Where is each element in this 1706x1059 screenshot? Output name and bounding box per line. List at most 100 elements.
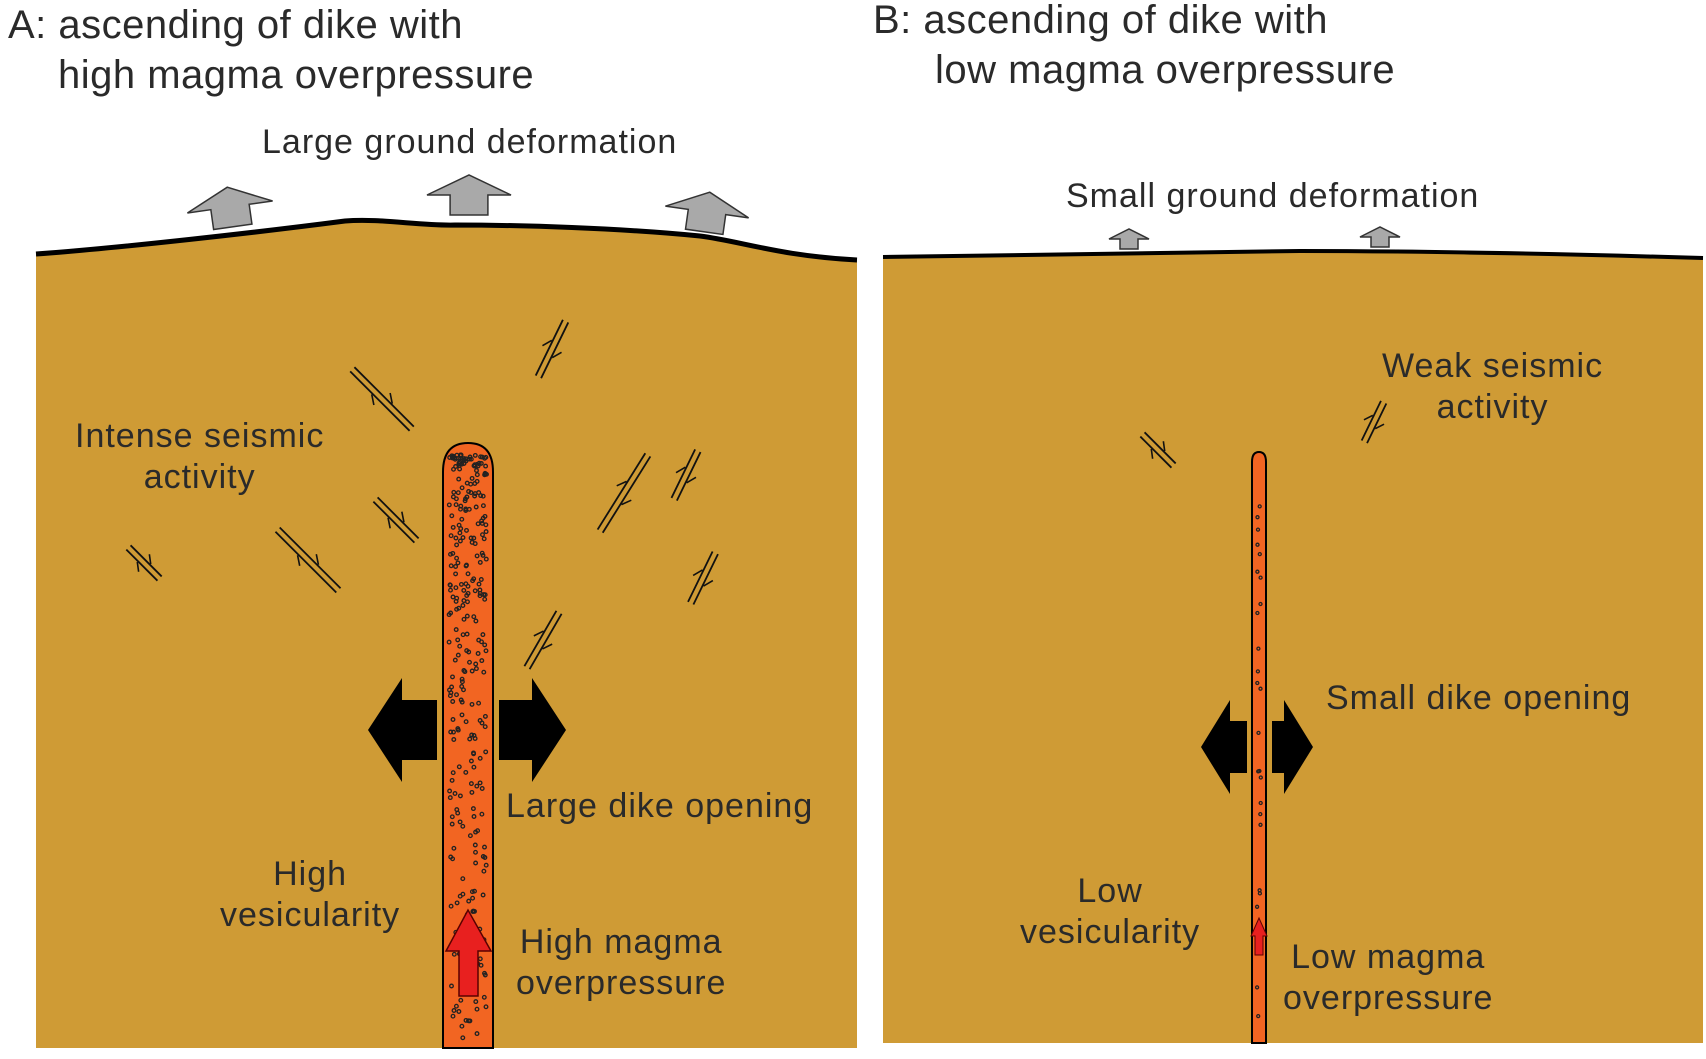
dike-body-b [1251, 450, 1267, 1044]
uplift-arrows-a [187, 174, 750, 236]
vesicle-dot-icon [459, 712, 465, 718]
vesicle-dot-icon [450, 717, 456, 722]
panel-b-seismic-line2: activity [1436, 388, 1549, 426]
vesicle-dot-icon [461, 687, 466, 693]
vesicle-dot-icon [482, 513, 488, 519]
vesicle-dot-icon [469, 701, 475, 707]
vesicle-dot-icon [474, 553, 480, 559]
fault-slip-icon [1139, 431, 1177, 469]
vesicles-a [446, 452, 489, 1041]
vesicle-dot-icon [1257, 888, 1262, 893]
vesicle-dot-icon [478, 460, 484, 466]
vesicle-dot-icon [1256, 730, 1261, 736]
vesicle-dot-icon [477, 587, 483, 593]
vesicle-dot-icon [469, 889, 475, 895]
vesicle-dot-icon [469, 539, 475, 545]
vesicle-dot-icon [481, 868, 487, 874]
vesicle-dot-icon [474, 783, 480, 789]
vesicle-dot-icon [451, 737, 457, 742]
vesicle-dot-icon [449, 814, 455, 820]
vesicle-dot-icon [458, 581, 464, 587]
vesicle-dot-icon [467, 659, 472, 665]
vesicle-dot-icon [455, 490, 461, 496]
vesicle-dot-icon [1256, 769, 1261, 774]
fault-slip-icon [349, 366, 415, 432]
vesicle-dot-icon [477, 593, 483, 599]
opening-arrow-icon [368, 678, 437, 782]
uplift-arrow-icon [187, 186, 273, 231]
magma-flow-arrow-icon [1250, 916, 1268, 956]
vesicle-dot-icon [461, 587, 467, 593]
vesicle-dot-icon [481, 536, 487, 542]
vesicle-dot-icon [461, 616, 467, 622]
vesicle-dot-icon [470, 895, 476, 901]
vesicle-dot-icon [471, 614, 477, 620]
vesicle-dot-icon [448, 729, 454, 735]
vesicle-dot-icon [1255, 542, 1260, 547]
vesicle-dot-icon [477, 780, 483, 786]
vesicle-dot-icon [470, 806, 476, 812]
panel-a-vesicularity-label: High vesicularity [220, 854, 400, 936]
vesicle-dot-icon [448, 551, 453, 557]
vesicle-dot-icon [481, 994, 487, 1000]
vesicle-dot-icon [463, 506, 469, 512]
vesicle-dot-icon [455, 637, 461, 643]
vesicle-dot-icon [467, 833, 473, 839]
vesicle-dot-icon [447, 795, 453, 801]
vesicle-dot-icon [456, 605, 462, 611]
vesicle-dot-icon [469, 732, 475, 738]
vesicle-dot-icon [475, 463, 481, 469]
vesicle-dot-icon [457, 643, 463, 649]
vesicle-dot-icon [451, 729, 456, 735]
vesicle-dot-icon [448, 563, 454, 569]
ground-surface-a [35, 217, 858, 263]
vesicle-dot-icon [452, 456, 458, 462]
vesicle-dot-icon [468, 456, 474, 462]
vesicle-dot-icon [457, 793, 463, 799]
dike-b [1251, 450, 1267, 1044]
vesicle-dot-icon [450, 770, 456, 776]
vesicle-dot-icon [1256, 646, 1261, 651]
uplift-arrow-icon [665, 191, 750, 236]
panel-a-title-line1: A: ascending of dike with [8, 3, 463, 47]
vesicle-dot-icon [476, 581, 482, 587]
vesicle-dot-icon [449, 777, 455, 783]
vesicle-dot-icon [463, 563, 469, 569]
panel-b-title-line1: B: ascending of dike with [873, 0, 1328, 42]
vesicle-dot-icon [463, 1017, 469, 1023]
vesicle-dot-icon [472, 491, 478, 497]
vesicle-dot-icon [1255, 680, 1260, 686]
vesicle-dot-icon [457, 538, 463, 544]
vesicle-dot-icon [479, 550, 485, 556]
uplift-arrow-icon [1359, 226, 1401, 248]
vesicle-dot-icon [448, 533, 454, 539]
vesicle-dot-icon [464, 631, 470, 637]
vesicle-dot-icon [479, 720, 485, 726]
vesicle-dot-icon [458, 506, 463, 512]
vesicle-dot-icon [1258, 800, 1263, 806]
vesicle-dot-icon [483, 556, 489, 562]
vesicle-dot-icon [455, 652, 461, 658]
vesicle-dot-icon [483, 463, 489, 469]
vesicle-dot-icon [464, 613, 470, 619]
vesicle-dot-icon [456, 1009, 462, 1014]
vesicle-dot-icon [449, 513, 455, 519]
vesicle-dot-icon [451, 845, 457, 851]
fault-markers-a [125, 319, 719, 670]
vesicle-dot-icon [479, 811, 485, 817]
vesicle-dot-icon [476, 700, 482, 706]
opening-arrow-icon [1272, 700, 1313, 794]
panel-b-seismic-label: Weak seismic activity [1382, 346, 1603, 428]
panel-a-title-line2: high magma overpressure [58, 53, 535, 97]
uplift-arrow-icon [426, 174, 512, 216]
vesicle-dot-icon [446, 639, 452, 645]
vesicle-dot-icon [472, 452, 478, 458]
vesicle-dot-icon [459, 679, 465, 685]
vesicle-dot-icon [471, 814, 477, 819]
vesicle-dot-icon [1258, 686, 1263, 691]
vesicle-dot-icon [458, 997, 464, 1003]
uplift-arrow-icon [1108, 228, 1150, 250]
vesicle-dot-icon [466, 489, 472, 494]
vesicle-dot-icon [466, 1018, 471, 1024]
